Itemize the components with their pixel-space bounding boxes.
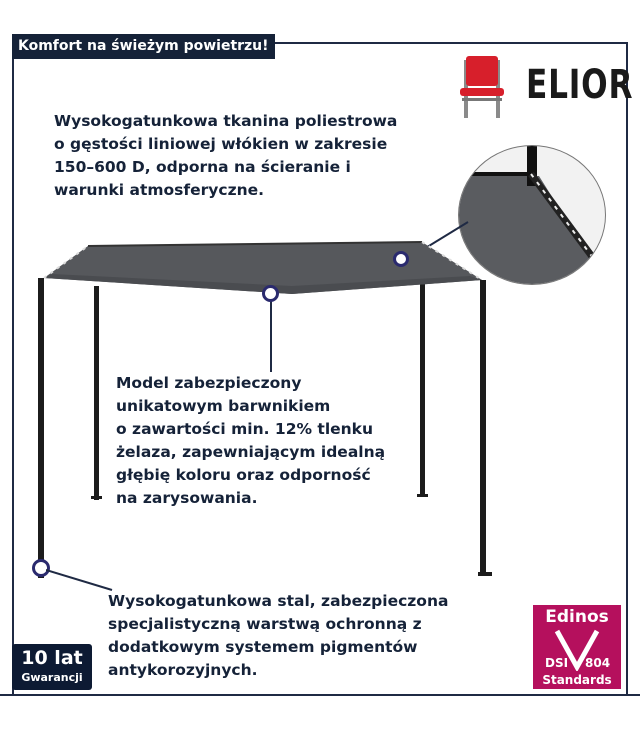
callout-marker-steel (32, 559, 50, 577)
brand-name: ELIOR (526, 62, 634, 108)
edinos-standards: Standards (542, 673, 612, 687)
callout-steel-text: Wysokogatunkowa stal, zabezpieczona spec… (108, 592, 449, 679)
edinos-v-logo: DSI 804 (545, 629, 610, 671)
callout-marker-dye (262, 285, 279, 302)
frame-divider (0, 694, 640, 696)
callout-marker-fabric (393, 251, 409, 267)
warranty-years: 10 lat (21, 647, 83, 669)
warranty-label: Gwarancji (21, 671, 83, 684)
callout-line-3 (46, 569, 113, 591)
edinos-badge: Edinos DSI 804 Standards (533, 605, 621, 689)
header-title: Komfort na świeżym powietrzu! (12, 34, 275, 59)
edinos-name: Edinos (545, 607, 609, 627)
warranty-badge: 10 lat Gwarancji (12, 644, 92, 690)
edinos-dsi: DSI (545, 656, 568, 670)
content-frame (12, 42, 628, 694)
callout-dye-text: Model zabezpieczony unikatowym barwnikie… (116, 374, 386, 507)
chair-icon (460, 56, 504, 118)
edinos-code: 804 (585, 656, 610, 670)
detail-zoom (458, 145, 606, 285)
callout-fabric-text: Wysokogatunkowa tkanina poliestrowa o gę… (54, 112, 398, 199)
